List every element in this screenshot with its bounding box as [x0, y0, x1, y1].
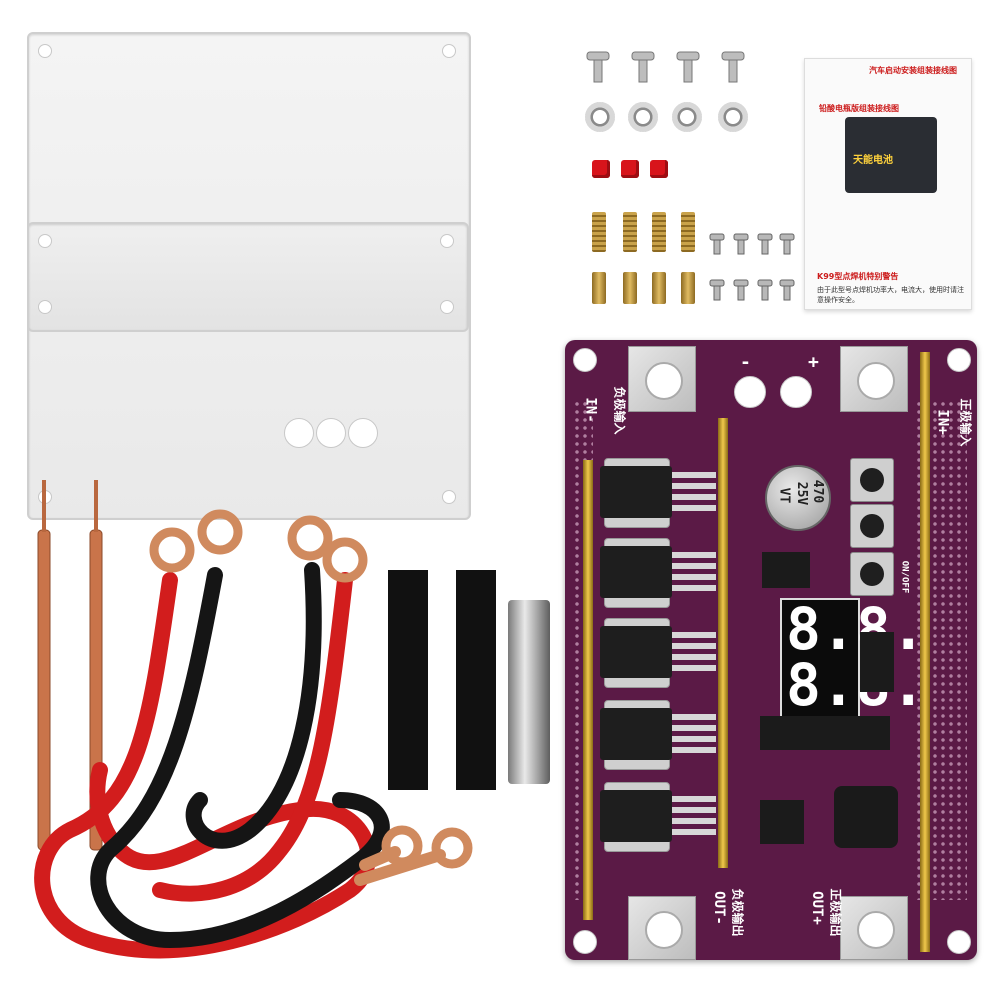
acrylic-plate-small: [27, 222, 469, 332]
red-cable: [34, 572, 377, 959]
brass-nut: [652, 272, 666, 304]
ic-chip: [860, 632, 894, 692]
gold-rail: [718, 418, 728, 868]
electrolytic-capacitor: [765, 465, 831, 531]
ring-terminal: [197, 509, 243, 555]
gold-rail: [920, 352, 930, 952]
plate-hole: [440, 234, 454, 248]
mount-hole: [947, 348, 971, 372]
plate-large-hole: [316, 418, 346, 448]
mosfet: [600, 458, 720, 528]
brass-nut: [681, 272, 695, 304]
mount-hole: [573, 348, 597, 372]
buzzer: [834, 786, 898, 848]
red-cap: [592, 160, 610, 178]
battery-illustration: 天能电池: [845, 117, 937, 193]
mosfet: [600, 618, 720, 688]
out-pos-cn-label: 正极输出: [828, 888, 843, 937]
red-cap: [621, 160, 639, 178]
ring-terminal: [431, 827, 473, 869]
manual-note: 由于此型号点焊机功率大，电流大，使用时请注意操作安全。: [817, 286, 964, 304]
mount-hole: [947, 930, 971, 954]
out-neg-label: OUT-: [710, 891, 727, 925]
mosfet: [600, 700, 720, 770]
in-pos-cn-label: 正极输入: [958, 398, 973, 447]
black-cable: [90, 567, 390, 949]
copper-pen-left: [37, 529, 51, 851]
input-terminal-hole: [780, 376, 812, 408]
seven-segment-display: 8.8. 8.8.: [780, 598, 926, 718]
capacitor-label: 25V: [794, 481, 810, 506]
pcb-minus-label: -: [740, 352, 751, 373]
plate-hole: [442, 490, 456, 504]
plate-large-hole: [284, 418, 314, 448]
capacitor-label: 470: [810, 479, 826, 504]
in-neg-label: IN-: [582, 397, 599, 423]
manual-warning: K99型点焊机特别警告: [817, 272, 899, 281]
ring-terminal: [149, 527, 195, 573]
nickel-strip-roll: [508, 600, 550, 784]
brass-nut: [623, 272, 637, 304]
red-cap: [650, 160, 668, 178]
battery-label: 天能电池: [853, 155, 893, 166]
out-neg-cn-label: 负极输出: [730, 888, 745, 937]
in-pos-label: IN+: [934, 409, 951, 435]
gold-rail: [583, 460, 593, 920]
manual-heading: 汽车启动安装组装接线图: [869, 66, 957, 75]
display-digits: 8.8.: [786, 651, 926, 719]
plate-large-hole: [348, 418, 378, 448]
mosfet: [600, 782, 720, 852]
washer: [672, 102, 702, 132]
push-button[interactable]: [850, 504, 894, 548]
ic-chip: [762, 552, 810, 588]
capacitor-label: VT: [776, 487, 792, 504]
mosfet: [600, 538, 720, 608]
copper-pad: [840, 346, 908, 412]
copper-pad: [840, 896, 908, 960]
brass-nut: [592, 272, 606, 304]
copper-pad: [628, 896, 696, 960]
screw-row: [586, 51, 745, 83]
plate-hole: [442, 44, 456, 58]
ic-chip: [760, 716, 890, 750]
ic-chip: [760, 800, 804, 844]
red-cable: [152, 572, 353, 902]
small-screws: [709, 233, 795, 301]
brass-standoff: [681, 212, 695, 252]
input-terminal-hole: [734, 376, 766, 408]
push-button[interactable]: [850, 458, 894, 502]
in-neg-cn-label: 负极输入: [612, 386, 627, 435]
plate-hole: [440, 300, 454, 314]
on-off-label: ON/OFF: [899, 560, 910, 594]
washer: [628, 102, 658, 132]
manual-heading: 铅酸电瓶版组装接线图: [819, 104, 899, 113]
velcro-strip: [456, 570, 496, 790]
mount-hole: [573, 930, 597, 954]
spot-welder-pcb: [565, 340, 977, 960]
washer: [718, 102, 748, 132]
brass-standoff: [592, 212, 606, 252]
copper-pad: [628, 346, 696, 412]
plate-hole: [38, 234, 52, 248]
push-button[interactable]: [850, 552, 894, 596]
out-pos-label: OUT+: [808, 891, 825, 925]
black-cable: [185, 562, 322, 849]
brass-standoff: [623, 212, 637, 252]
ring-terminal: [287, 515, 333, 561]
cables-and-pens: [34, 480, 473, 959]
display-digits: 8.8.: [786, 595, 926, 663]
copper-pen-tip: [42, 480, 46, 532]
plate-hole: [38, 44, 52, 58]
terminal-barrel: [359, 846, 401, 871]
brass-standoff: [652, 212, 666, 252]
terminal-barrel: [354, 849, 446, 886]
velcro-strip: [388, 570, 428, 790]
pcb-plus-label: +: [808, 352, 819, 373]
copper-pen-tip: [94, 480, 98, 532]
ring-terminal: [322, 537, 368, 583]
plate-hole: [38, 300, 52, 314]
instruction-manual: 汽车启动安装组装接线图 铅酸电瓶版组装接线图 天能电池 K99型点焊机特别警告 …: [804, 58, 972, 310]
washer: [585, 102, 615, 132]
